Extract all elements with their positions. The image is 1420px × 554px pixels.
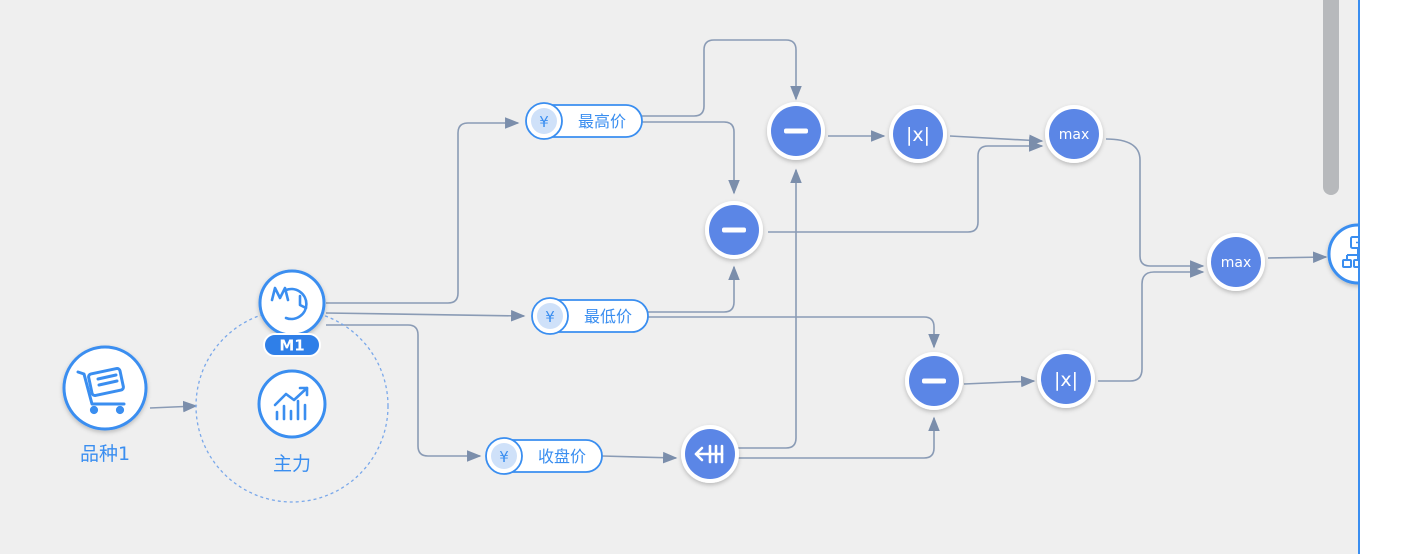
- minus-node-2[interactable]: [705, 201, 763, 259]
- abs-node-1[interactable]: |x|: [889, 105, 947, 163]
- max-node-2[interactable]: max: [1207, 233, 1265, 291]
- yen-icon: ¥: [539, 113, 549, 131]
- minus-icon: [922, 378, 946, 384]
- minus-node-3[interactable]: [905, 352, 963, 410]
- abs-node-2[interactable]: |x|: [1037, 350, 1095, 408]
- abs-node-1-label: |x|: [906, 124, 930, 146]
- minus-node-1[interactable]: [767, 102, 825, 160]
- edge-minus2-max1: [768, 140, 1044, 233]
- edge-close-shift: [601, 451, 678, 464]
- main-contract-node[interactable]: 主力: [257, 369, 327, 475]
- shift-node[interactable]: [681, 425, 739, 483]
- edge-low-minus2: [648, 265, 740, 313]
- max-node-2-label: max: [1221, 255, 1252, 271]
- edge-max1-max2: [1105, 138, 1205, 272]
- clock-icon: [270, 286, 308, 321]
- main-contract-label: 主力: [273, 453, 311, 475]
- edge-shift-minus3: [738, 416, 940, 459]
- period-badge-label: M1: [279, 337, 304, 355]
- minus-icon: [722, 227, 746, 233]
- field-high-node[interactable]: ¥ 最高价: [525, 102, 643, 140]
- yen-icon: ¥: [545, 308, 555, 326]
- variety-node[interactable]: 品种1: [62, 345, 148, 465]
- edge-abs2-max2: [1098, 266, 1205, 382]
- edge-variety-main: [149, 400, 198, 413]
- edge-shift-minus1: [738, 168, 802, 449]
- edge-period-high: [326, 117, 520, 304]
- minus-icon: [784, 128, 808, 134]
- field-high-label: 最高价: [578, 112, 626, 131]
- edge-low-minus3: [648, 316, 940, 349]
- period-badge: [263, 333, 321, 357]
- yen-icon: ¥: [499, 448, 509, 466]
- period-node[interactable]: M1: [258, 269, 326, 357]
- right-side-panel: [1358, 0, 1420, 554]
- output-node[interactable]: [1327, 223, 1358, 285]
- edges: [149, 39, 1328, 464]
- edge-period-low: [325, 310, 526, 322]
- max-node-1[interactable]: max: [1045, 105, 1103, 163]
- edge-max2-output: [1267, 251, 1328, 263]
- field-close-node[interactable]: ¥ 收盘价: [485, 437, 603, 475]
- field-low-label: 最低价: [584, 307, 632, 326]
- vertical-scrollbar[interactable]: [1323, 0, 1339, 195]
- edge-high-minus1: [642, 39, 802, 117]
- trend-chart-icon: [273, 386, 309, 421]
- edge-high-minus2: [642, 121, 740, 195]
- field-low-node[interactable]: ¥ 最低价: [531, 297, 649, 335]
- cart-icon: [76, 366, 126, 415]
- max-node-1-label: max: [1059, 127, 1090, 143]
- edge-abs1-max1: [949, 134, 1044, 147]
- abs-node-2-label: |x|: [1054, 369, 1078, 391]
- variety-label: 品种1: [80, 443, 130, 465]
- edge-minus3-abs2: [963, 375, 1036, 388]
- hierarchy-icon: [1342, 236, 1358, 268]
- edge-period-close: [326, 324, 482, 462]
- shift-back-icon: [694, 444, 724, 464]
- field-close-label: 收盘价: [538, 447, 586, 466]
- flow-canvas: 品种1 主力 M1 ¥ 最高价 ¥ 最低价: [62, 39, 1358, 503]
